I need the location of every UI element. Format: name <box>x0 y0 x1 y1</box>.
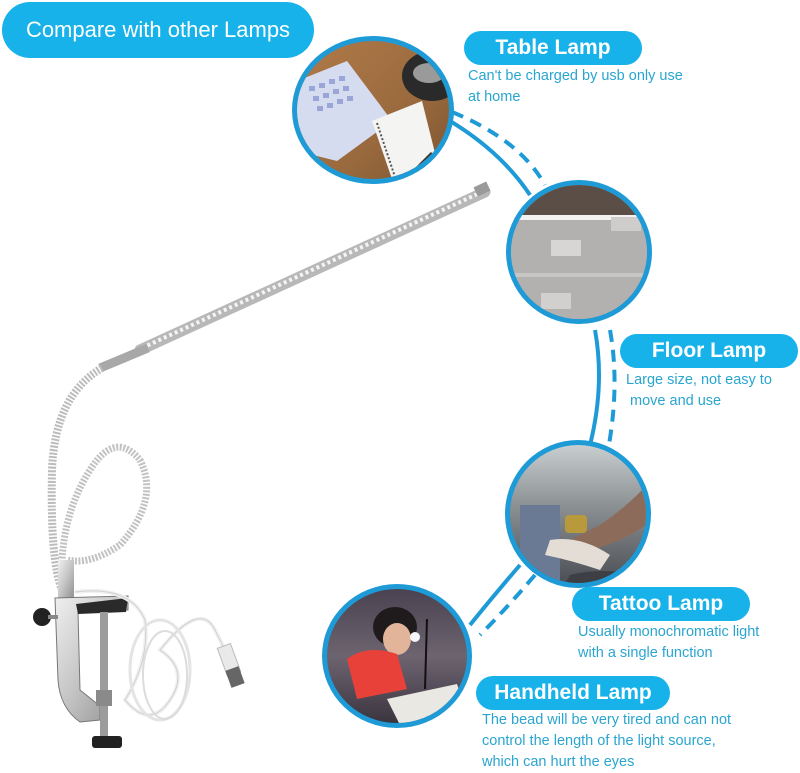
desc-line: Large size, not easy to <box>626 372 772 388</box>
desc-line: move and use <box>626 393 722 409</box>
table-lamp-label: Table Lamp <box>464 31 642 65</box>
desc-line: Can't be charged by usb only use <box>468 68 683 84</box>
desc-line: which can hurt the eyes <box>482 754 635 770</box>
desc-line: control the length of the light source, <box>482 733 716 749</box>
floor-lamp-image <box>506 180 652 324</box>
desc-line: at home <box>468 89 521 105</box>
boy-reading-illustration <box>347 607 467 723</box>
floor-lamp-description: Large size, not easy to move and use <box>626 370 772 412</box>
handheld-lamp-image <box>322 584 472 728</box>
desc-line: The bead will be very tired and can not <box>482 712 732 728</box>
table-lamp-description: Can't be charged by usb only use at home <box>468 66 683 108</box>
tattoo-lamp-label: Tattoo Lamp <box>572 587 750 621</box>
page-title: Compare with other Lamps <box>2 2 314 58</box>
desc-line: with a single function <box>578 645 713 661</box>
tattoo-lamp-image <box>505 440 651 588</box>
tattoo-lamp-description: Usually monochromatic light with a singl… <box>578 622 759 664</box>
handheld-lamp-label: Handheld Lamp <box>476 676 670 710</box>
floor-lamp-label: Floor Lamp <box>620 334 798 368</box>
desc-line: Usually monochromatic light <box>578 624 760 640</box>
handheld-lamp-description: The bead will be very tired and can not … <box>482 710 731 773</box>
